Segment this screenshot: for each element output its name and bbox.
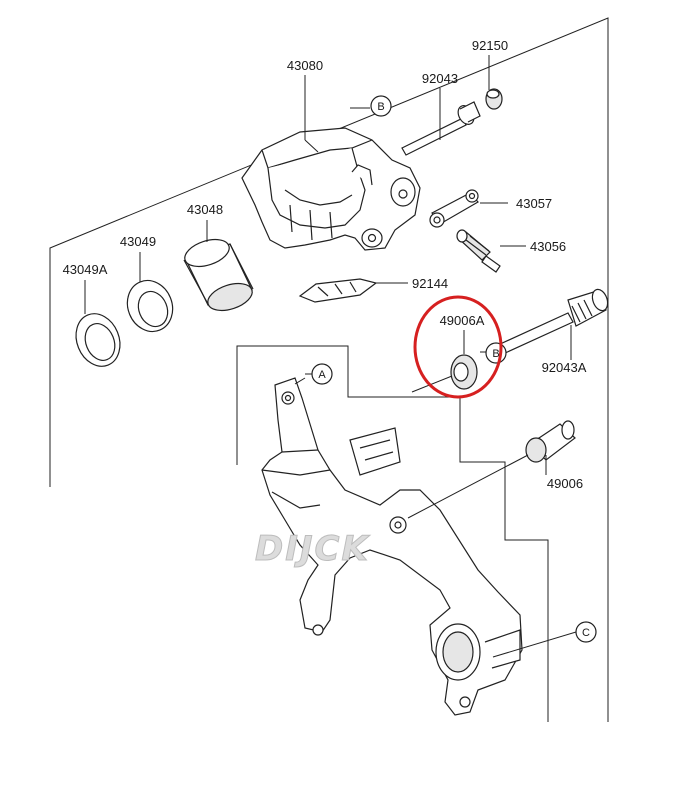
caliper-pin	[401, 101, 481, 156]
pin-boot	[525, 420, 576, 463]
callout-b-mid-letter: B	[492, 348, 499, 360]
label-92043a: 92043A	[542, 360, 587, 375]
label-49006a: 49006A	[440, 313, 485, 328]
callout-a-letter: A	[318, 369, 326, 381]
callout-b-top: B	[370, 95, 392, 117]
plug	[485, 88, 503, 110]
callout-c-letter: C	[582, 627, 590, 639]
label-43048: 43048	[187, 202, 223, 217]
label-43080: 43080	[287, 58, 323, 73]
dust-seal	[126, 279, 174, 333]
piston-seal	[75, 313, 121, 367]
highlight-circle	[413, 295, 503, 399]
label-92150: 92150	[472, 38, 508, 53]
label-43056: 43056	[530, 239, 566, 254]
part-labels: 43080 92150 92043 43057 43056 43048 4304…	[63, 38, 587, 491]
piston	[183, 238, 254, 312]
mounting-pin	[497, 288, 609, 355]
pad-spring	[298, 278, 378, 303]
label-49006: 49006	[547, 476, 583, 491]
pad-spring-link	[429, 189, 479, 228]
leader-lines	[84, 55, 577, 658]
label-43057: 43057	[516, 196, 552, 211]
label-92043: 92043	[422, 71, 458, 86]
label-92144: 92144	[412, 276, 448, 291]
caliper-body	[241, 127, 421, 251]
caliper-bracket	[261, 377, 523, 716]
label-43049a: 43049A	[63, 262, 108, 277]
callout-b-top-letter: B	[377, 101, 384, 113]
rubber-boot	[450, 354, 478, 390]
label-43049: 43049	[120, 234, 156, 249]
callout-a: A	[311, 363, 333, 385]
callout-c: C	[575, 621, 597, 643]
bleeder-valve	[456, 229, 501, 273]
callout-b-mid: B	[485, 342, 507, 364]
watermark-text: DIJCK	[255, 529, 370, 569]
